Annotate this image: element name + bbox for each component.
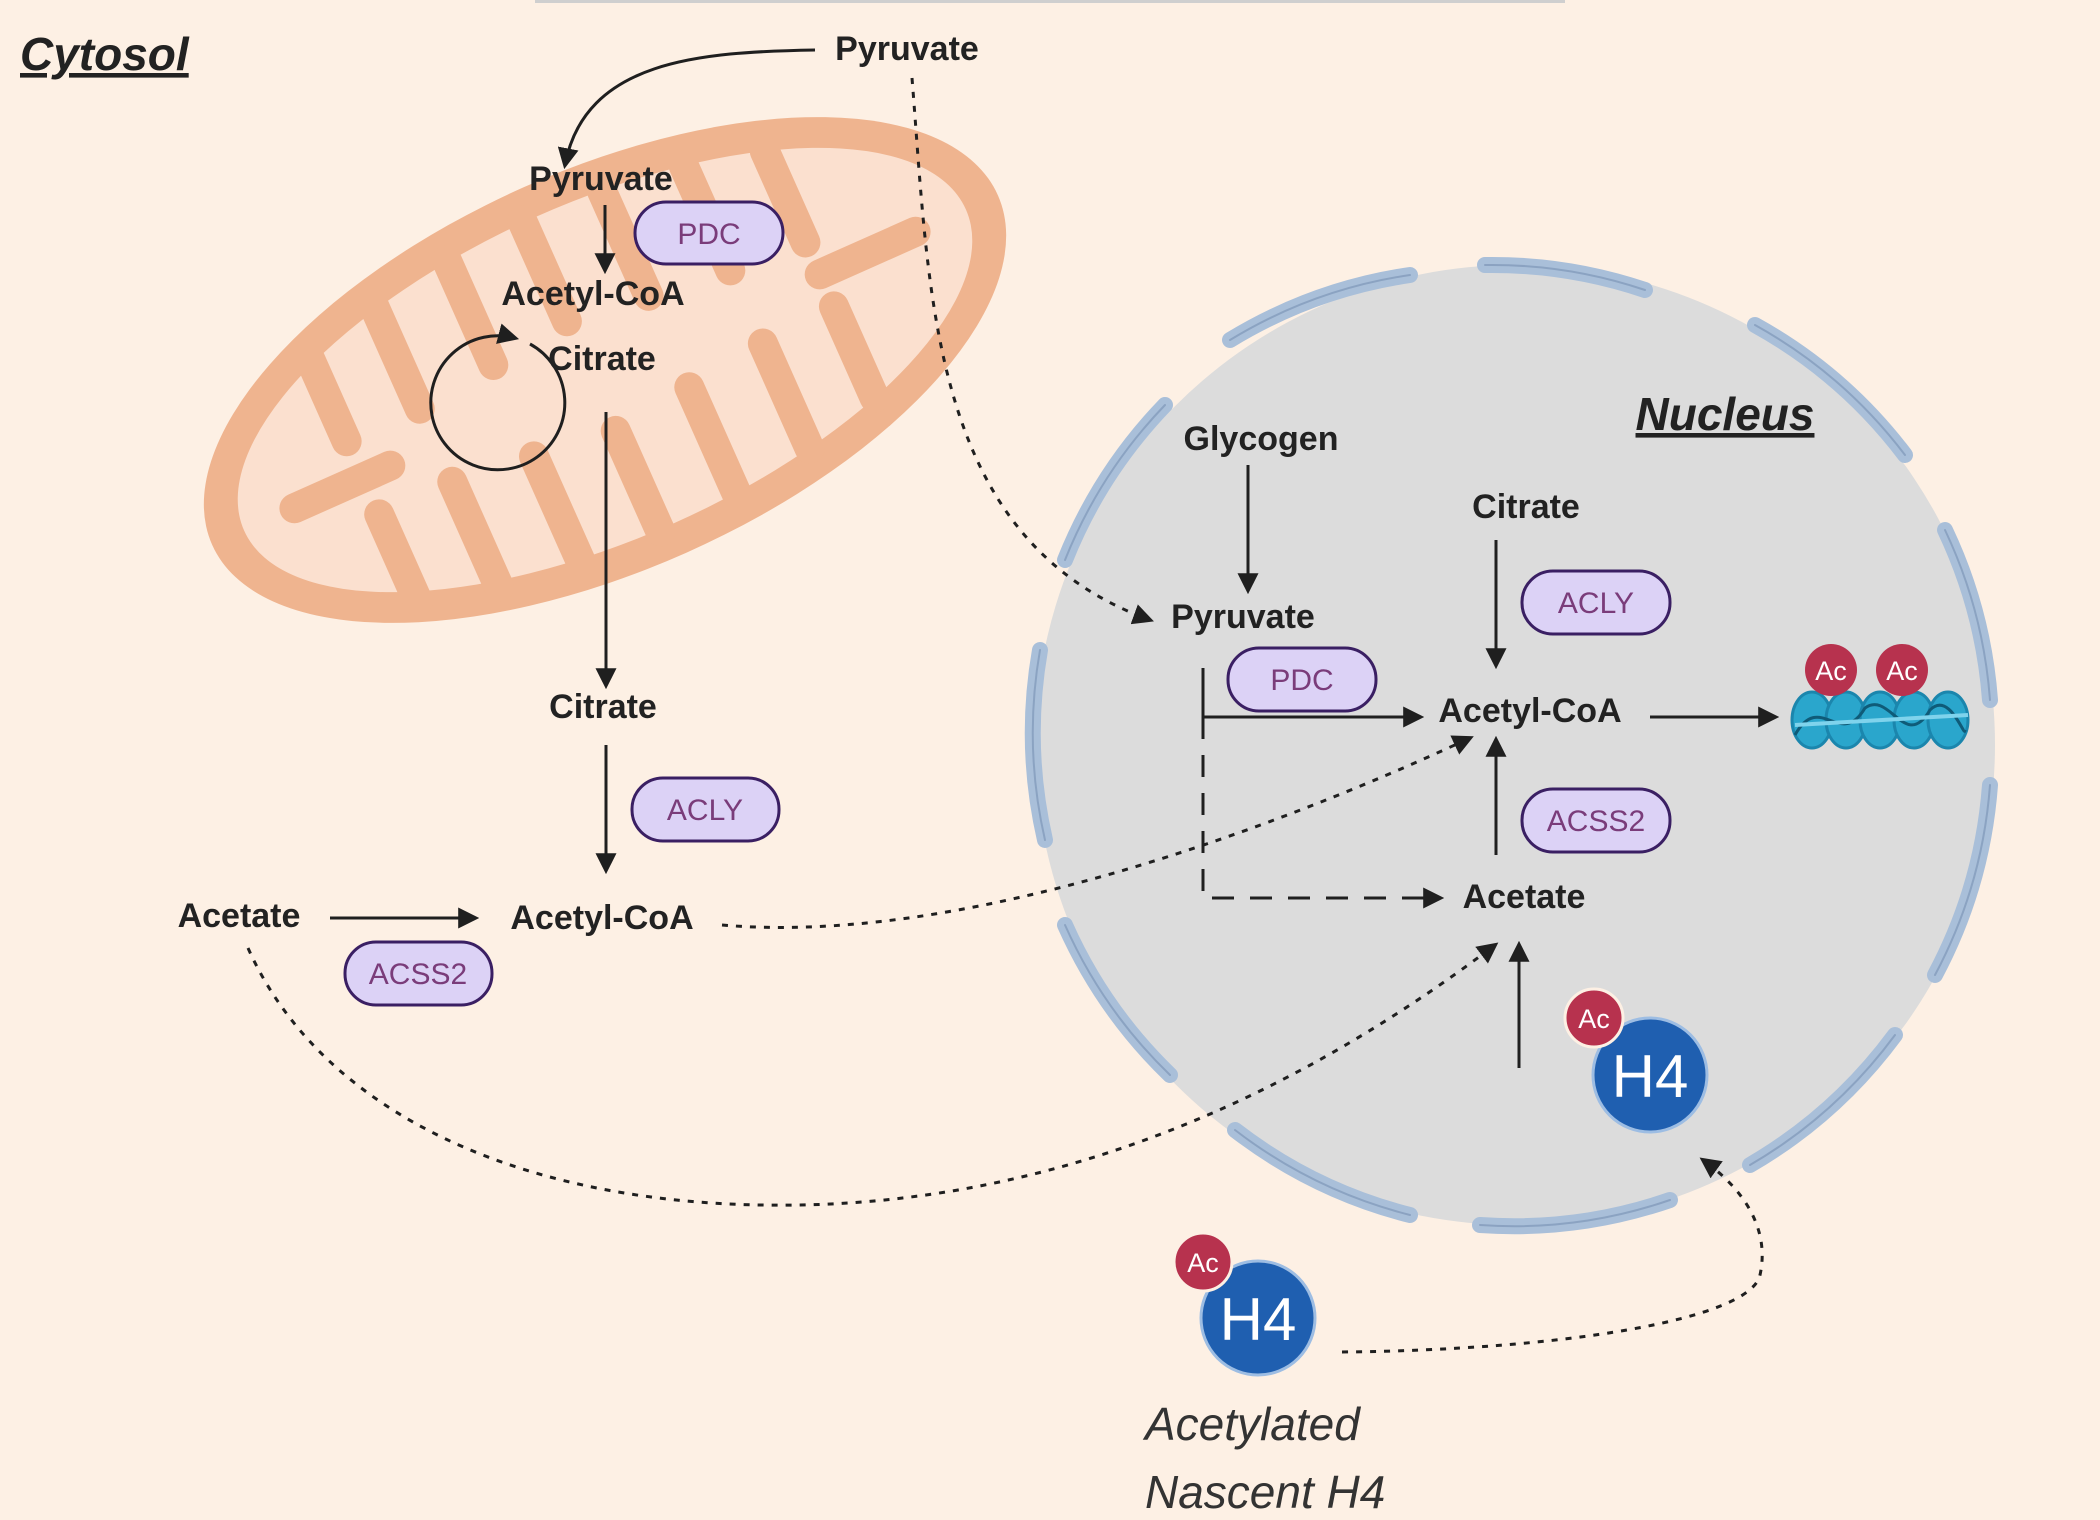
enzyme-cyto-acly: ACLY <box>630 776 781 843</box>
enzyme-nuc-acss2: ACSS2 <box>1520 787 1672 854</box>
mito-citrate-label: Citrate <box>548 340 656 378</box>
nuc-h4-ac-badge <box>1563 987 1625 1049</box>
cyto-acly-label: ACLY <box>667 794 743 827</box>
nuc-h4-ac-label: Ac <box>1578 1004 1610 1034</box>
nuc-h4-circle <box>1591 1016 1709 1134</box>
nuc-citrate-label: Citrate <box>1472 488 1580 526</box>
nuc-acetate-label: Acetate <box>1463 878 1586 916</box>
chromatin-ac-badge-2 <box>1876 644 1928 696</box>
nucleus-body <box>1035 265 1995 1225</box>
chromatin-ac-badge-1 <box>1805 644 1857 696</box>
cyto-pyruvate-label: Pyruvate <box>835 30 979 68</box>
mito-cristae <box>279 136 931 617</box>
caption-line-1: Acetylated <box>1142 1398 1361 1450</box>
cytosol-heading: Cytosol <box>20 28 190 80</box>
top-edge-strip <box>535 0 1565 3</box>
arrow-acetate-to-nucleus <box>246 942 1499 1207</box>
nuc-glycogen-label: Glycogen <box>1184 420 1339 458</box>
cyto-acss2-label: ACSS2 <box>369 958 467 991</box>
mito-pdc-label: PDC <box>677 218 740 251</box>
arrow-pyruvate-into-mito <box>557 48 816 170</box>
nuc-acly-label: ACLY <box>1558 587 1634 620</box>
nuc-pdc-label: PDC <box>1270 664 1333 697</box>
mito-pyruvate-label: Pyruvate <box>529 160 673 198</box>
nucleus-heading: Nucleus <box>1636 388 1815 440</box>
arrow-nascent-h4-into-nucleus <box>1341 1157 1764 1354</box>
nuc-acetylcoa-label: Acetyl-CoA <box>1438 692 1621 730</box>
chromatin-ac-label-2: Ac <box>1886 656 1918 686</box>
enzyme-mito-pdc: PDC <box>633 200 785 266</box>
enzyme-cyto-acss2: ACSS2 <box>343 940 494 1007</box>
mito-inner-space <box>237 147 973 593</box>
nascent-h4-circle <box>1199 1259 1317 1377</box>
chromatin-ac-label-1: Ac <box>1815 656 1847 686</box>
cyto-acetylcoa-label: Acetyl-CoA <box>510 899 693 937</box>
nascent-h4-label: H4 <box>1220 1286 1297 1353</box>
cyto-acetate-label: Acetate <box>178 897 301 935</box>
acetylated-chromatin-icon: Ac Ac <box>1790 644 1970 750</box>
arrow-pyruvate-to-nucleus <box>910 77 1154 625</box>
nuclear-h4-histone: H4 Ac <box>1563 987 1709 1134</box>
tca-cycle-icon <box>429 323 567 472</box>
mitochondrion <box>203 117 1007 623</box>
enzyme-nuc-acly: ACLY <box>1520 569 1672 636</box>
nuc-h4-label: H4 <box>1612 1043 1689 1110</box>
arrow-acetylcoa-to-nucleus <box>721 735 1474 929</box>
nucleus <box>1024 256 1998 1235</box>
caption-line-2: Nascent H4 <box>1145 1466 1385 1518</box>
nascent-h4-ac-label: Ac <box>1187 1248 1219 1278</box>
nascent-h4-ac-badge <box>1172 1231 1234 1293</box>
nascent-h4-histone: H4 Ac <box>1172 1231 1317 1377</box>
enzyme-nuc-pdc: PDC <box>1226 646 1378 713</box>
mito-acetylcoa-label: Acetyl-CoA <box>501 275 684 313</box>
cyto-citrate-label: Citrate <box>549 688 657 726</box>
nuc-pyruvate-label: Pyruvate <box>1171 598 1315 636</box>
nuc-acss2-label: ACSS2 <box>1547 805 1645 838</box>
